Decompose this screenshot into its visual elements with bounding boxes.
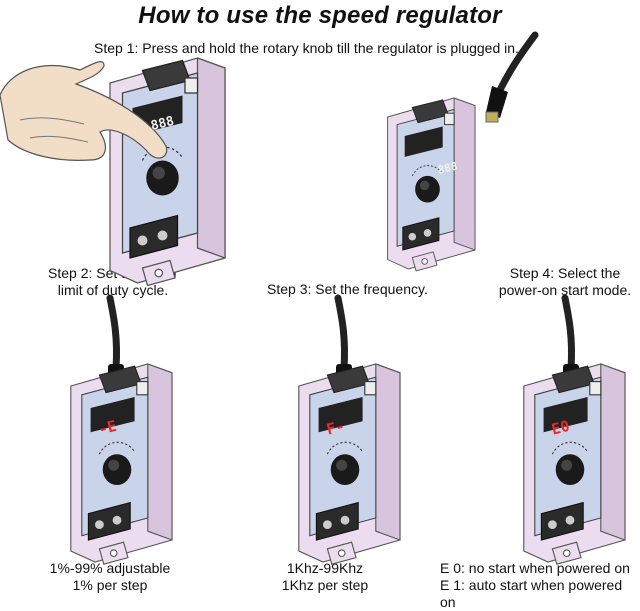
- step1-text: Step 1: Press and hold the rotary knob t…: [94, 40, 519, 56]
- step2-heading-line2: limit of duty cycle.: [57, 282, 169, 298]
- step3-heading: Step 3: Set the frequency.: [267, 281, 428, 297]
- step4-heading: Step 4: Select the power-on start mode.: [490, 265, 640, 299]
- step4-heading-line1: Step 4: Select the: [509, 265, 621, 281]
- step1-display: 888: [149, 114, 176, 134]
- step4-regulator: [523, 298, 626, 565]
- step3-display: F-: [325, 417, 347, 439]
- hand-icon: [0, 61, 168, 161]
- step3-note-line1: 1Khz-99Khz: [286, 560, 364, 576]
- step3-note-line2: 1Khz per step: [281, 577, 369, 593]
- plugged-regulator: [387, 31, 539, 272]
- step2-note-line2: 1% per step: [72, 577, 148, 593]
- step2-display: -E: [97, 417, 119, 439]
- step2-note-line1: 1%-99% adjustable: [49, 560, 171, 576]
- illustration: 888 888 -E F- E0: [0, 31, 626, 565]
- step4-note-line1: E 0: no start when powered on: [440, 560, 630, 576]
- step3-regulator: [298, 298, 401, 565]
- step2-note: 1%-99% adjustable 1% per step: [30, 560, 190, 594]
- step3-note: 1Khz-99Khz 1Khz per step: [255, 560, 395, 594]
- step1-regulator: [109, 57, 226, 287]
- step4-heading-line2: power-on start mode.: [498, 282, 632, 298]
- step2-regulator: [70, 298, 173, 565]
- step4-display: E0: [550, 417, 572, 439]
- page-title: How to use the speed regulator: [138, 2, 502, 29]
- plugged-display: 888: [436, 159, 458, 176]
